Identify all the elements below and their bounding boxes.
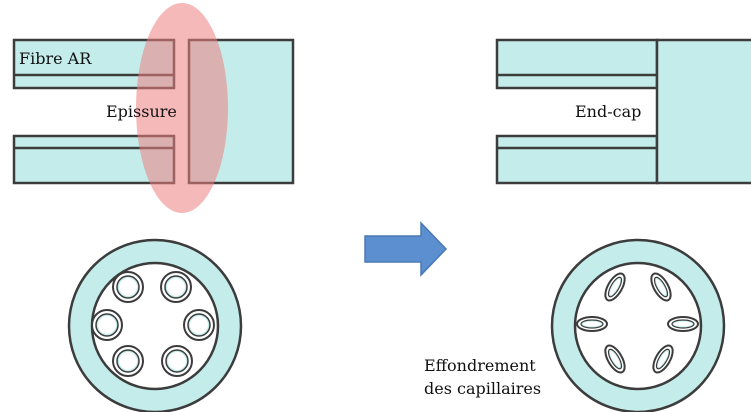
capillary [161, 345, 193, 377]
capillary [160, 271, 192, 303]
effondrement-label-backdrop [420, 350, 554, 402]
collapsed-capillary [604, 272, 626, 302]
intact-capillaries [91, 271, 215, 377]
collapsed-capillary [650, 272, 672, 302]
splice-zone-highlight [136, 3, 228, 213]
collapsed-capillary [652, 344, 674, 374]
collapsed-capillary [604, 344, 626, 374]
collapsed-capillary [576, 316, 608, 332]
effondrement-label-line1: Effondrement [424, 356, 536, 375]
endcap-fibre-lower [495, 134, 659, 185]
fibre-cross-section-intact [67, 238, 243, 412]
effondrement-label-line2: des capillaires [424, 379, 541, 398]
splice-side-view: Fibre AR Epissure [12, 3, 295, 213]
capillary [91, 309, 123, 341]
transition-arrow [364, 221, 448, 277]
epissure-label: Epissure [106, 102, 177, 121]
fibre-cross-section-collapsed: Effondrement des capillaires [420, 238, 726, 412]
capillary [112, 345, 144, 377]
capillary [112, 271, 144, 303]
collapsed-capillary [667, 316, 699, 332]
collapsed-capillaries [576, 272, 699, 374]
end-cap-label: End-cap [575, 102, 641, 121]
endcap-fused-block [655, 38, 751, 185]
fibre-ar-label: Fibre AR [19, 49, 92, 68]
capillary [183, 309, 215, 341]
endcap-fibre-upper [495, 38, 659, 90]
endcap-side-view: End-cap [495, 38, 751, 185]
